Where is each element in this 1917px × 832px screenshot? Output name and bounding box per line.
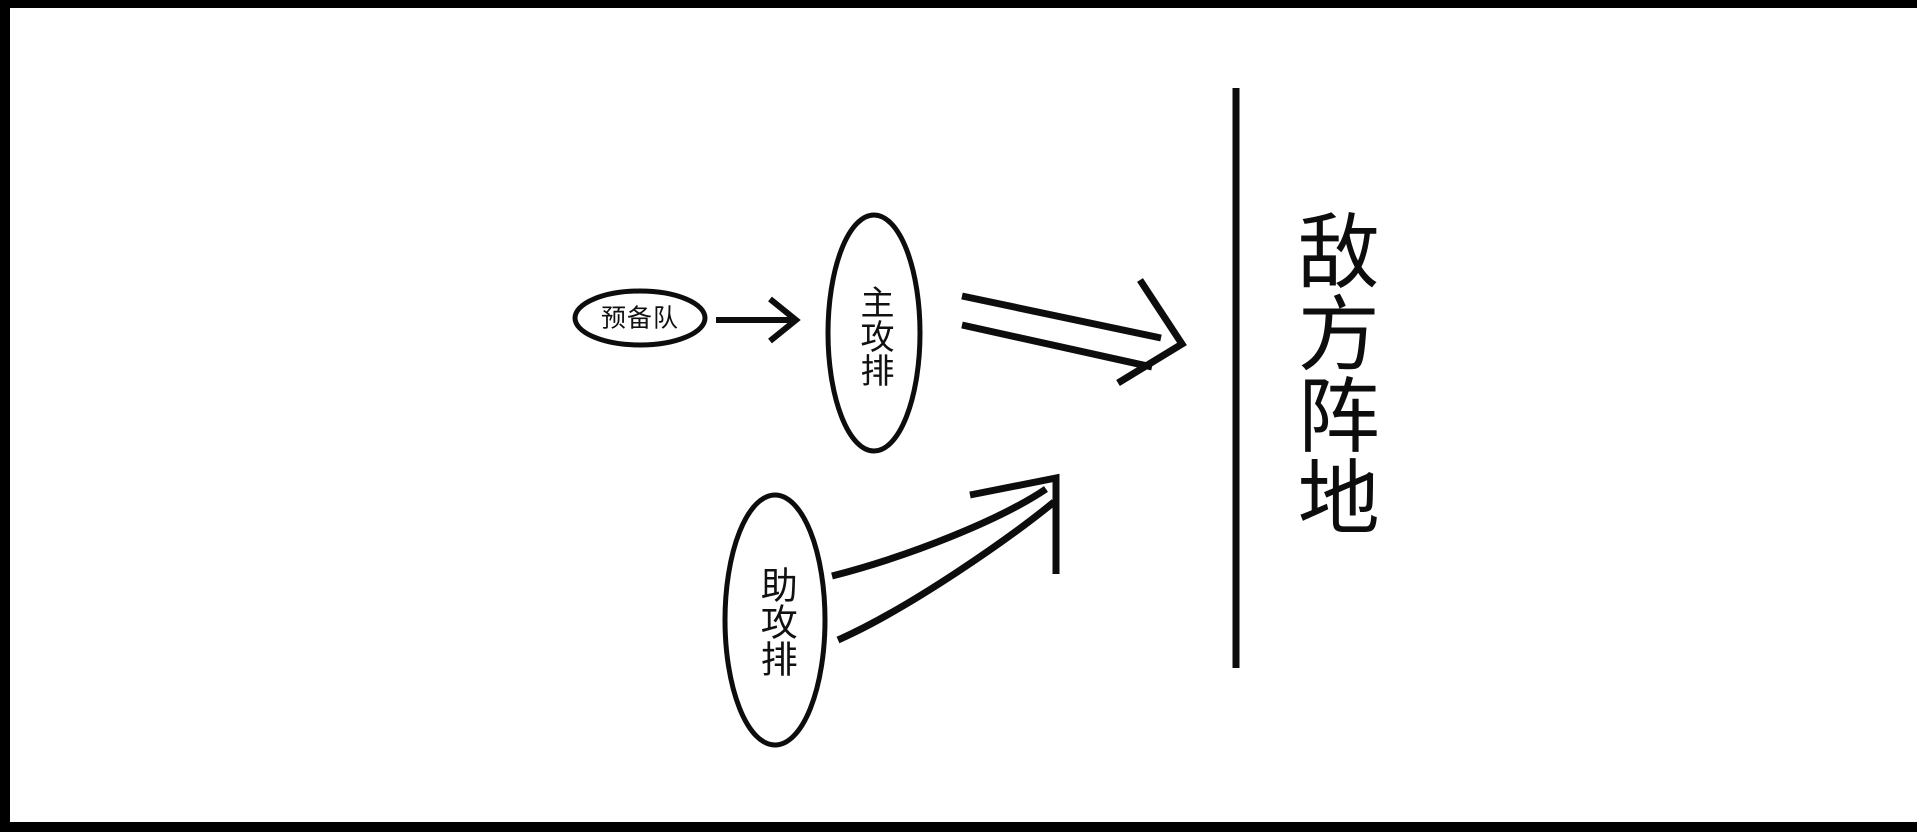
arrow-head [768,296,801,344]
support-attack-label-box: 助攻排 [755,565,797,677]
curved-arrow-head [969,473,1060,574]
double-arrow-lower-line [961,321,1153,371]
enemy-position-label-box: 敌方阵地 [1285,209,1377,537]
reserve-ellipse-shape [572,288,708,348]
main-attack-label: 主攻排 [855,284,894,387]
main-attack-ellipse-shape [825,212,923,454]
connector-reserve-to-main-arrow [716,296,801,344]
double-arrow-head [1116,278,1187,386]
main-attack-label-box: 主攻排 [855,284,894,387]
node-main-attack[interactable]: 主攻排 [825,212,923,454]
enemy-position-label: 敌方阵地 [1285,209,1377,537]
support-attack-label: 助攻排 [755,565,797,677]
reserve-label: 预备队 [601,305,679,333]
node-support-attack[interactable]: 助攻排 [722,492,828,748]
curved-arrow-upper-line [831,486,1048,580]
double-arrow-upper-line [961,292,1162,342]
tactics-diagram: 预备队 主攻排 [572,88,1377,748]
connector-main-to-enemy-arrow [961,278,1187,386]
curved-arrow-lower-line [836,499,1057,644]
connector-support-to-enemy-arrow [831,473,1060,644]
diagram-canvas: 预备队 主攻排 [10,8,1917,822]
node-reserve[interactable]: 预备队 [572,288,708,348]
support-attack-ellipse-shape [722,492,828,748]
